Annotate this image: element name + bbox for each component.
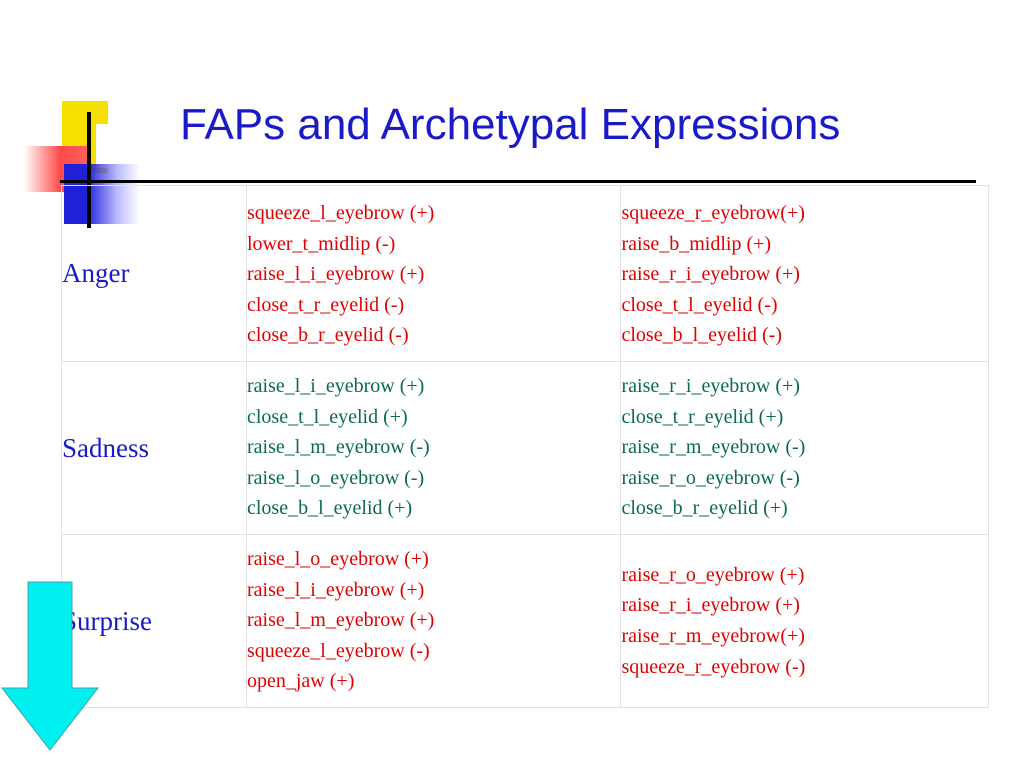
list-item: raise_l_o_eyebrow (+) (247, 548, 429, 571)
emotion-label-anger: Anger (62, 258, 130, 289)
list-item: squeeze_l_eyebrow (+) (247, 202, 435, 224)
emotion-label-sadness: Sadness (62, 432, 149, 463)
list-item: raise_r_o_eyebrow (-) (621, 466, 800, 489)
list-item: raise_l_m_eyebrow (+) (247, 609, 435, 632)
list-item: raise_r_o_eyebrow (+) (621, 563, 805, 586)
list-item: raise_r_i_eyebrow (+) (621, 263, 800, 286)
list-item: raise_l_i_eyebrow (+) (247, 578, 425, 601)
emotion-label-surprise: Surprise (62, 605, 152, 636)
logo-vertical-line (87, 112, 91, 228)
emotion-cell: Surprise (61, 534, 247, 708)
list-item: raise_r_m_eyebrow (-) (621, 436, 806, 459)
list-item: close_b_l_eyelid (+) (247, 497, 413, 520)
sadness-left-list: raise_l_i_eyebrow (+) close_t_l_eyelid (… (247, 371, 620, 524)
surprise-right-list: raise_r_o_eyebrow (+) raise_r_i_eyebrow … (621, 560, 988, 682)
anger-right-list: squeeze_r_eyebrow(+) raise_b_midlip (+) … (621, 198, 988, 351)
list-item: squeeze_r_eyebrow (-) (621, 655, 806, 678)
anger-left-list: squeeze_l_eyebrow (+) lower_t_midlip (-)… (247, 198, 620, 351)
table-row-sadness: Sadness raise_l_i_eyebrow (+) close_t_l_… (61, 361, 989, 536)
title-underline (60, 180, 976, 183)
list-item: close_t_l_eyelid (+) (247, 405, 408, 428)
table-row-surprise: Surprise raise_l_o_eyebrow (+) raise_l_i… (61, 534, 989, 708)
surprise-left-list: raise_l_o_eyebrow (+) raise_l_i_eyebrow … (247, 544, 620, 697)
emotion-cell: Sadness (61, 361, 247, 536)
list-item: open_jaw (+) (247, 670, 355, 693)
faps-table: Anger squeeze_l_eyebrow (+) lower_t_midl… (61, 184, 989, 708)
list-item: close_t_r_eyelid (+) (621, 405, 784, 428)
logo-white-gap (96, 124, 116, 168)
left-faps-cell: raise_l_i_eyebrow (+) close_t_l_eyelid (… (245, 361, 622, 536)
list-item: raise_l_i_eyebrow (+) (247, 375, 425, 398)
list-item: raise_b_midlip (+) (621, 232, 772, 255)
right-faps-cell: squeeze_r_eyebrow(+) raise_b_midlip (+) … (620, 184, 989, 363)
list-item: raise_l_m_eyebrow (-) (247, 436, 430, 459)
right-faps-cell: raise_r_o_eyebrow (+) raise_r_i_eyebrow … (620, 534, 989, 708)
list-item: lower_t_midlip (-) (247, 232, 396, 255)
list-item: raise_r_i_eyebrow (+) (621, 594, 800, 617)
emotion-cell: Anger (61, 184, 247, 363)
list-item: raise_l_i_eyebrow (+) (247, 263, 425, 286)
sadness-right-list: raise_r_i_eyebrow (+) close_t_r_eyelid (… (621, 371, 988, 524)
page-title: FAPs and Archetypal Expressions (180, 100, 841, 149)
table-row-anger: Anger squeeze_l_eyebrow (+) lower_t_midl… (61, 184, 989, 363)
list-item: close_b_l_eyelid (-) (621, 324, 782, 347)
list-item: close_t_r_eyelid (-) (247, 293, 405, 316)
right-faps-cell: raise_r_i_eyebrow (+) close_t_r_eyelid (… (620, 361, 989, 536)
list-item: raise_r_i_eyebrow (+) (621, 375, 800, 398)
list-item: close_b_r_eyelid (+) (621, 497, 788, 520)
list-item: raise_r_m_eyebrow(+) (621, 625, 805, 648)
down-arrow-icon (0, 581, 100, 751)
list-item: squeeze_l_eyebrow (-) (247, 639, 430, 662)
list-item: squeeze_r_eyebrow(+) (621, 202, 805, 224)
left-faps-cell: raise_l_o_eyebrow (+) raise_l_i_eyebrow … (245, 534, 622, 708)
list-item: close_t_l_eyelid (-) (621, 293, 778, 316)
list-item: raise_l_o_eyebrow (-) (247, 466, 425, 489)
list-item: close_b_r_eyelid (-) (247, 324, 409, 347)
left-faps-cell: squeeze_l_eyebrow (+) lower_t_midlip (-)… (245, 184, 622, 363)
